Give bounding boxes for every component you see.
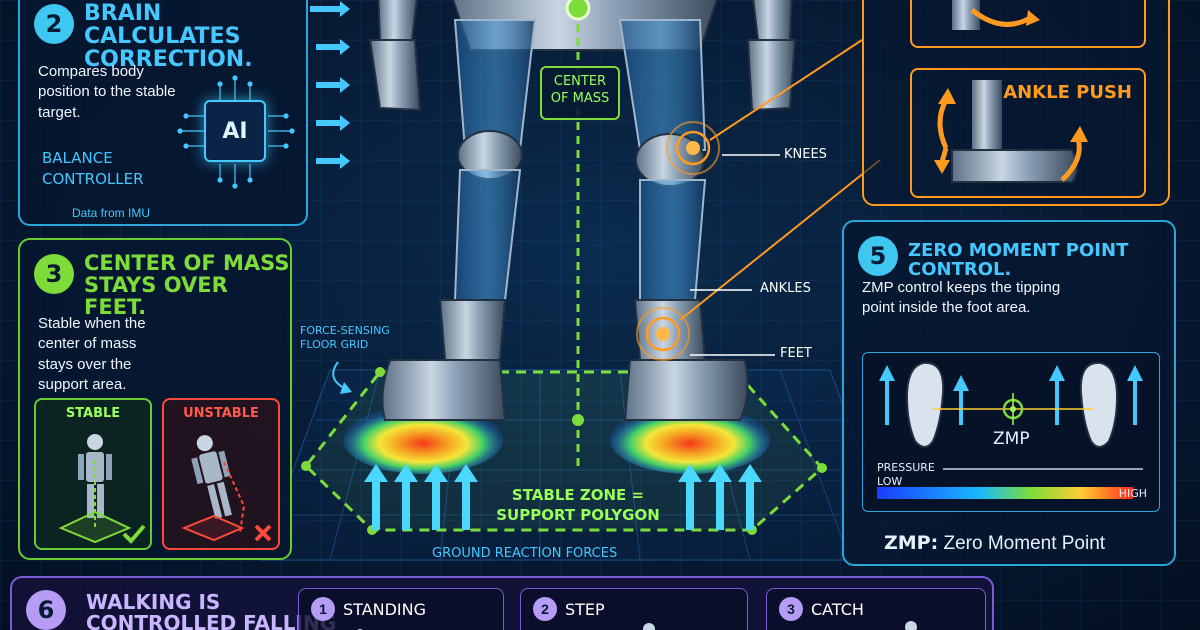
force-sensing-floor-grid-label: FORCE-SENSING FLOOR GRID: [300, 324, 390, 352]
ground-reaction-force-arrows: [364, 464, 762, 530]
ankle-push-inset: ANKLE PUSH: [910, 68, 1146, 198]
center-of-mass-panel: 3 Center of mass stays over feet. Stable…: [18, 238, 292, 560]
panel-description: Stable when the center of mass stays ove…: [38, 315, 146, 393]
panel-heading: Walking is controlled falling: [86, 590, 337, 630]
panel-heading: Brain calculates correction.: [84, 1, 253, 73]
ai-chip-label: AI: [222, 118, 248, 144]
step-number-badge: 2: [34, 4, 74, 44]
walking-step-label: CATCH: [811, 600, 864, 619]
walking-step-label: STANDING: [343, 600, 427, 619]
stable-robot-figure: [58, 434, 146, 544]
center-of-mass-marker: [565, 0, 591, 21]
ai-chip-icon: AI: [204, 100, 266, 162]
walking-step-number: 1: [311, 597, 335, 621]
walking-step-number: 2: [533, 597, 557, 621]
unstable-example-card: UNSTABLE: [162, 398, 280, 550]
center-of-mass-label: CENTER OF MASS: [540, 66, 620, 120]
left-footprint-icon: [905, 361, 945, 448]
knee-bend-inset: [910, 0, 1146, 48]
knee-bend-illustration: [952, 0, 1040, 30]
panel-description: ZMP control keeps the tipping point insi…: [862, 279, 1061, 317]
ground-reaction-forces-label: GROUND REACTION FORCES: [432, 546, 618, 561]
ankle-push-illustration: [934, 80, 1088, 183]
zmp-control-panel: 5 Zero Moment Point control. ZMP control…: [842, 220, 1176, 566]
stable-example-card: STABLE: [34, 398, 152, 550]
walking-step-number: 3: [779, 597, 803, 621]
knee-joint-target: [666, 121, 720, 175]
robot-head-icon: [905, 621, 917, 630]
walking-panel: 6 Walking is controlled falling 1 STANDI…: [10, 576, 994, 630]
feet-label: FEET: [780, 346, 812, 361]
ankle-joint-target: [636, 307, 690, 361]
panel-heading: Center of mass stays over feet.: [84, 251, 290, 320]
zmp-definition: ZMP: Zero Moment Point: [884, 532, 1105, 555]
balance-controller-label: Balance Controller: [42, 149, 144, 188]
walking-step-standing: 1 STANDING: [298, 588, 504, 630]
stable-zone-label: STABLE ZONE = SUPPORT POLYGON: [496, 486, 660, 524]
step-number-badge: 6: [26, 590, 66, 630]
unstable-robot-figure: [181, 435, 272, 542]
chip-circuit-lines: [177, 75, 295, 189]
zmp-footprints-diagram: [877, 361, 1143, 499]
walking-step-step: 2 STEP: [520, 588, 748, 630]
ankles-label: ANKLES: [760, 281, 811, 296]
step-number-badge: 5: [858, 236, 898, 276]
walking-step-label: STEP: [565, 600, 605, 619]
walking-step-catch: 3 CATCH: [766, 588, 986, 630]
right-foot-pressure-heatmap: [610, 406, 770, 474]
zmp-abbreviation: ZMP:: [884, 532, 939, 554]
zmp-diagram: ZMP PRESSURE LOW HIGH: [862, 352, 1160, 512]
left-foot-pressure-heatmap: [343, 406, 503, 474]
brain-correction-panel: 2 Brain calculates correction. Compares …: [18, 0, 308, 226]
pressure-low-label: LOW: [877, 475, 903, 488]
unstable-label: UNSTABLE: [183, 406, 259, 421]
right-footprint-icon: [1079, 361, 1119, 448]
data-flow-arrows: [310, 1, 350, 169]
panel-heading: Zero Moment Point control.: [908, 240, 1129, 280]
zmp-label: ZMP: [993, 429, 1030, 449]
step-number-badge: 3: [34, 254, 74, 294]
robot-body: [368, 0, 797, 421]
pressure-gradient-bar: [877, 487, 1133, 499]
imu-data-caption: Data from IMU: [72, 206, 151, 220]
pressure-label: PRESSURE: [877, 461, 935, 474]
knee-ankle-panel: ANKLE PUSH: [862, 0, 1170, 206]
zmp-full-name: Zero Moment Point: [943, 533, 1106, 554]
ankle-push-label: ANKLE PUSH: [1003, 82, 1132, 103]
pressure-high-label: HIGH: [1118, 487, 1147, 500]
robot-head-icon: [643, 623, 655, 630]
panel-description: Compares body position to the stable tar…: [38, 63, 176, 121]
knees-label: KNEES: [784, 147, 827, 162]
stable-label: STABLE: [65, 406, 121, 421]
